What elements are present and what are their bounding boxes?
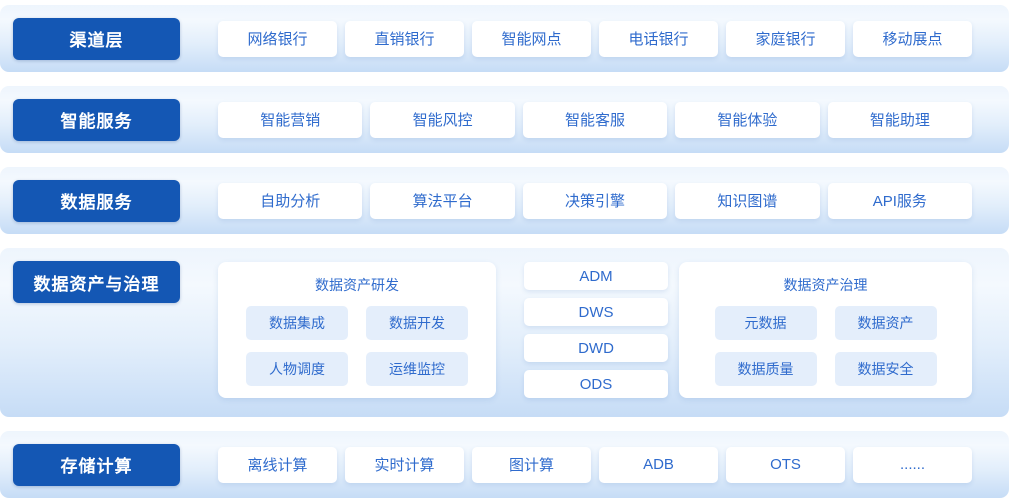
card-title-research: 数据资产研发 — [315, 277, 399, 293]
band-label-data-services: 数据服务 — [13, 179, 180, 222]
governance-grid: 元数据 数据资产 数据质量 数据安全 — [714, 306, 937, 386]
band-data-assets-governance: 数据资产与治理 数据资产研发 数据集成 数据开发 人物调度 运维监控 ADM D… — [0, 248, 1009, 417]
data-service-items: 自助分析 算法平台 决策引擎 知识图谱 API服务 — [218, 182, 973, 219]
warehouse-layer-item: ODS — [524, 370, 668, 398]
research-item: 运维监控 — [366, 352, 468, 386]
research-item: 数据开发 — [366, 306, 468, 340]
band-label-channel-layer: 渠道层 — [13, 17, 180, 60]
research-item: 人物调度 — [246, 352, 348, 386]
layer-item: 决策引擎 — [522, 182, 668, 219]
band-label-storage-compute: 存储计算 — [13, 443, 180, 486]
layer-item: OTS — [726, 446, 845, 483]
layer-item: 智能助理 — [827, 101, 973, 138]
smart-service-items: 智能营销 智能风控 智能客服 智能体验 智能助理 — [218, 101, 973, 138]
layer-item: ...... — [853, 446, 972, 483]
layer-item: 离线计算 — [218, 446, 337, 483]
research-grid: 数据集成 数据开发 人物调度 运维监控 — [246, 306, 468, 386]
layer-item: 直销银行 — [345, 20, 464, 57]
warehouse-layer-item: DWS — [524, 298, 668, 326]
governance-item: 数据安全 — [834, 352, 937, 386]
layer-item: 移动展点 — [853, 20, 972, 57]
governance-item: 数据资产 — [834, 306, 937, 340]
governance-item: 数据质量 — [714, 352, 817, 386]
layer-item: 智能体验 — [675, 101, 820, 138]
warehouse-layer-stack: ADM DWS DWD ODS — [524, 262, 668, 398]
card-data-asset-research: 数据资产研发 数据集成 数据开发 人物调度 运维监控 — [218, 262, 496, 398]
layer-item: 网络银行 — [218, 20, 337, 57]
layer-item: ADB — [599, 446, 718, 483]
layer-item: 智能营销 — [218, 101, 363, 138]
band-storage-compute: 存储计算 离线计算 实时计算 图计算 ADB OTS ...... — [0, 431, 1009, 498]
governance-item: 元数据 — [714, 306, 817, 340]
card-title-governance: 数据资产治理 — [783, 277, 868, 293]
layer-item: 智能风控 — [370, 101, 515, 138]
layer-item: 智能客服 — [522, 101, 668, 138]
warehouse-layer-item: ADM — [524, 262, 668, 290]
band-label-smart-services: 智能服务 — [13, 98, 180, 141]
card-data-asset-governance: 数据资产治理 元数据 数据资产 数据质量 数据安全 — [679, 262, 972, 398]
band-label-data-assets-governance: 数据资产与治理 — [13, 261, 180, 303]
layer-item: 自助分析 — [218, 182, 363, 219]
layer-item: 图计算 — [472, 446, 591, 483]
layer-item: 算法平台 — [370, 182, 515, 219]
layer-item: 家庭银行 — [726, 20, 845, 57]
layer-item: 实时计算 — [345, 446, 464, 483]
channel-items: 网络银行 直销银行 智能网点 电话银行 家庭银行 移动展点 — [218, 20, 972, 57]
layer-item: 电话银行 — [599, 20, 718, 57]
layer-item: API服务 — [827, 182, 973, 219]
storage-compute-items: 离线计算 实时计算 图计算 ADB OTS ...... — [218, 446, 972, 483]
layer-item: 知识图谱 — [675, 182, 820, 219]
band-channel-layer: 渠道层 网络银行 直销银行 智能网点 电话银行 家庭银行 移动展点 — [0, 5, 1009, 72]
research-item: 数据集成 — [246, 306, 348, 340]
band-smart-services: 智能服务 智能营销 智能风控 智能客服 智能体验 智能助理 — [0, 86, 1009, 153]
warehouse-layer-item: DWD — [524, 334, 668, 362]
governance-content: 数据资产研发 数据集成 数据开发 人物调度 运维监控 ADM DWS DWD O… — [218, 262, 972, 398]
band-data-services: 数据服务 自助分析 算法平台 决策引擎 知识图谱 API服务 — [0, 167, 1009, 234]
layer-item: 智能网点 — [472, 20, 591, 57]
